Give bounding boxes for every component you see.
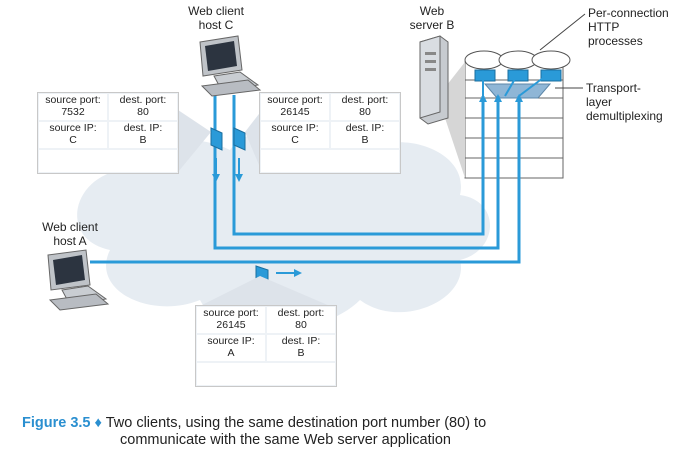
- c2-dest-ip: dest. IP:B: [331, 122, 399, 148]
- server-b-tower: [419, 35, 449, 125]
- host-c-computer: [199, 35, 262, 97]
- c2-source-port: source port:26145: [261, 94, 329, 120]
- a-source-port: source port:26145: [197, 307, 265, 333]
- label-host-a: Web client host A: [30, 220, 110, 248]
- label-host-a-line1: Web client: [42, 220, 98, 234]
- a-payload: [197, 363, 335, 385]
- caption-line2: communicate with the same Web server app…: [120, 432, 451, 448]
- caption-bullet: ♦: [94, 415, 102, 431]
- a-dest-ip: dest. IP:B: [267, 335, 335, 361]
- label-server-b-line1: Web: [419, 4, 445, 18]
- label-server-b: Web server B: [402, 4, 462, 32]
- network-cloud: [77, 127, 491, 330]
- segment-box-a: source port:26145 dest. port:80 source I…: [195, 305, 337, 387]
- c1-source-ip: source IP:C: [39, 122, 107, 148]
- a-source-ip: source IP:A: [197, 335, 265, 361]
- figure-number: Figure 3.5: [22, 415, 91, 431]
- label-host-c: Web client host C: [176, 4, 256, 32]
- c2-payload: [261, 150, 399, 172]
- label-host-c-line1: Web client: [188, 4, 244, 18]
- segment-box-c2: source port:26145 dest. port:80 source I…: [259, 92, 401, 174]
- http-processes: [464, 50, 571, 70]
- label-per-connection-line1: Per-connection: [588, 6, 669, 20]
- packet-icons: [210, 127, 302, 283]
- c1-dest-port: dest. port:80: [109, 94, 177, 120]
- label-transport-layer: Transport- layer demultiplexing: [586, 81, 696, 123]
- label-transport-line2: layer: [586, 95, 613, 109]
- label-per-connection-line2: HTTP: [588, 20, 620, 34]
- label-per-connection: Per-connection HTTP processes: [588, 6, 688, 48]
- label-host-a-line2: host A: [53, 234, 87, 248]
- segment-box-c1: source port:7532 dest. port:80 source IP…: [37, 92, 179, 174]
- label-per-connection-line3: processes: [588, 34, 643, 48]
- c1-source-port: source port:7532: [39, 94, 107, 120]
- wedge-a: [200, 276, 330, 306]
- label-host-c-line2: host C: [198, 18, 234, 32]
- label-server-b-line2: server B: [409, 18, 455, 32]
- wedge-c1: [178, 110, 211, 172]
- c2-source-ip: source IP:C: [261, 122, 329, 148]
- c2-dest-port: dest. port:80: [331, 94, 399, 120]
- c1-payload: [39, 150, 177, 172]
- demux-trapezoid: [483, 83, 552, 99]
- a-dest-port: dest. port:80: [267, 307, 335, 333]
- caption-line1: Two clients, using the same destination …: [105, 415, 487, 431]
- label-transport-line1: Transport-: [586, 81, 641, 95]
- c1-dest-ip: dest. IP:B: [109, 122, 177, 148]
- host-a-computer: [47, 249, 110, 311]
- figure-caption: Figure 3.5 ♦ Two clients, using the same…: [22, 415, 672, 449]
- wedge-c2: [245, 110, 262, 172]
- label-transport-line3: demultiplexing: [586, 109, 663, 123]
